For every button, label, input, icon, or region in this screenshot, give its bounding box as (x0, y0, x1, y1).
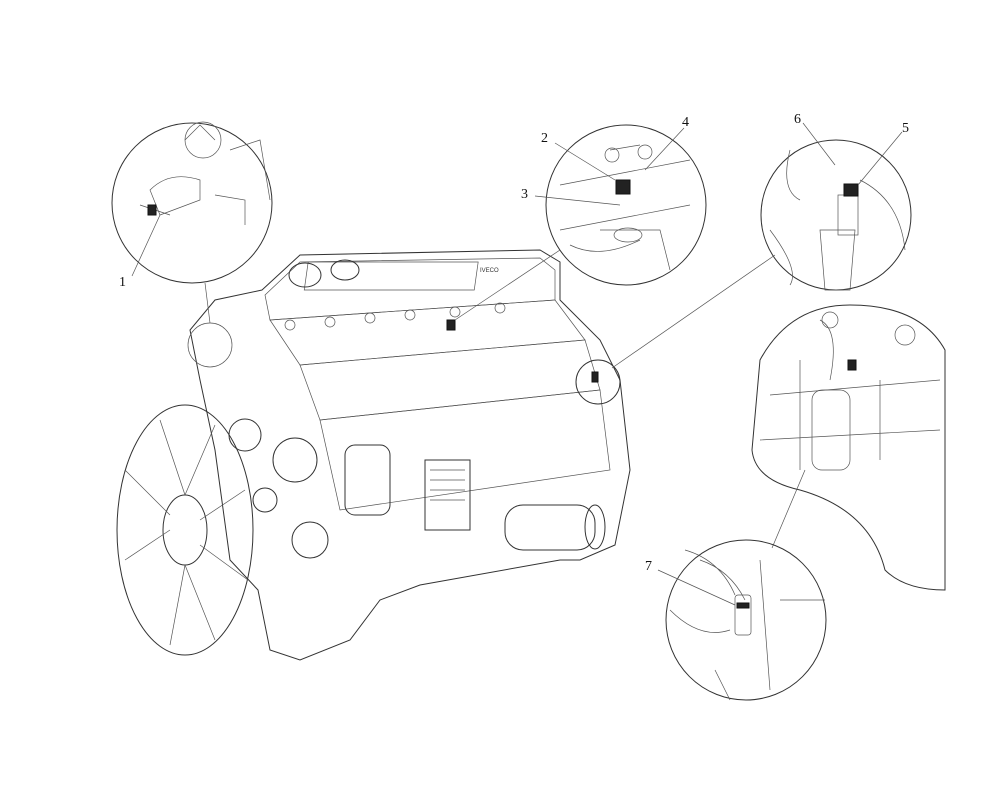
detail-circle-left-engine (187, 322, 233, 368)
leader-line-4 (644, 127, 685, 171)
callout-label-3: 3 (521, 187, 528, 202)
pulleys (228, 418, 329, 559)
detail-view-oil-filter-region (751, 304, 946, 591)
callout-label-5: 5 (902, 121, 909, 136)
cooling-fan (116, 404, 254, 656)
ecu-module (424, 459, 471, 531)
engine-plate-text: IVECO (480, 268, 499, 274)
detail-view-2-3-4: 2 3 4 (454, 115, 707, 321)
leader-line-5 (857, 131, 903, 186)
detail-view-7: 7 (645, 539, 827, 701)
callout-label-6: 6 (794, 112, 801, 127)
leader-line-1 (131, 214, 161, 277)
valve-cover: IVECO (303, 261, 499, 291)
leader-line-detail-5 (611, 254, 776, 369)
leader-line-6 (802, 122, 836, 166)
injector-row (284, 302, 506, 331)
callout-label-7: 7 (645, 559, 652, 574)
leader-line-detail-2 (454, 249, 561, 321)
intake-pipe (288, 259, 360, 288)
detail-view-5-6: 6 5 (611, 112, 912, 369)
fuel-filter (504, 504, 606, 551)
callout-label-2: 2 (541, 131, 548, 146)
leader-line-7 (657, 569, 736, 606)
leader-line-3 (534, 195, 621, 206)
sensor-marker-engine (446, 319, 621, 405)
detail-view-1: 1 (111, 121, 273, 324)
callout-label-1: 1 (119, 275, 126, 290)
oil-filter (344, 444, 391, 516)
leader-line-detail-1 (204, 282, 211, 324)
engine-assembly: IVECO (116, 249, 631, 661)
leader-line-detail-7 (771, 469, 806, 549)
callout-label-4: 4 (682, 115, 689, 130)
leader-line-2 (554, 142, 616, 181)
